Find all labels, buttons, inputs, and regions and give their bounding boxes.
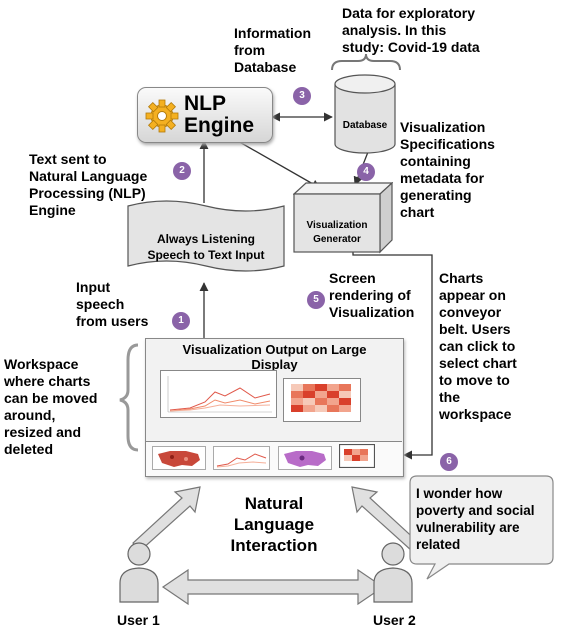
data-bracket [331,53,401,71]
workspace-label: Workspace where charts can be moved arou… [4,356,98,457]
database-label: Database [342,120,388,131]
user1-user2-arrow [161,568,385,606]
step-badge-2: 2 [173,162,191,180]
speech-input-line1: Always Listening [156,232,256,246]
nli-label: Natural Language Interaction [230,494,318,555]
nlp-engine-box: NLP Engine [137,87,273,143]
nlp-to-generator-arrow [235,139,321,189]
step-badge-1: 1 [172,312,190,330]
user1-person-icon [119,542,159,603]
step-badge-4: 4 [357,163,375,181]
nlp-title: NLP [184,92,226,115]
conveyor-map-chart[interactable] [152,446,206,470]
workspace-line-chart[interactable] [160,370,277,418]
input-speech-label: Input speech from users [76,279,149,329]
information-from-database-label: Information from Database [234,25,311,75]
speech-bubble-shape [409,475,554,580]
gear-icon [145,99,179,133]
workspace-brace [119,343,139,452]
step-badge-3: 3 [293,87,311,105]
database-cylinder [334,74,396,154]
nlp-subtitle: Engine [184,114,255,137]
speech-input-box [127,200,285,272]
user2-label: User 2 [373,612,416,628]
conveyor-heatmap-chart[interactable] [339,444,375,468]
text-sent-label: Text sent to Natural Language Processing… [29,151,148,218]
conveyor-purple-map-chart[interactable] [278,446,332,470]
data-exploratory-label: Data for exploratory analysis. In this s… [342,5,480,55]
workspace-heatmap-chart[interactable] [283,378,361,422]
charts-appear-label: Charts appear on conveyor belt. Users ca… [439,270,517,422]
vis-spec-label: Visualization Specifications containing … [400,119,495,220]
speech-bubble-text: I wonder how poverty and social vulnerab… [416,486,535,552]
step-badge-5: 5 [307,291,325,309]
generator-line2: Generator [313,234,361,245]
user2-person-icon [373,542,413,603]
step-badge-6: 6 [440,453,458,471]
conveyor-line-chart[interactable] [213,446,270,470]
user1-label: User 1 [117,612,160,628]
generator-line1: Visualization [306,220,368,231]
display-title: Visualization Output on Large Display [182,342,367,372]
screen-rendering-label: Screen rendering of Visualization [329,270,415,320]
visualization-generator-box [293,182,393,254]
speech-input-line2: Speech to Text Input [147,248,265,262]
